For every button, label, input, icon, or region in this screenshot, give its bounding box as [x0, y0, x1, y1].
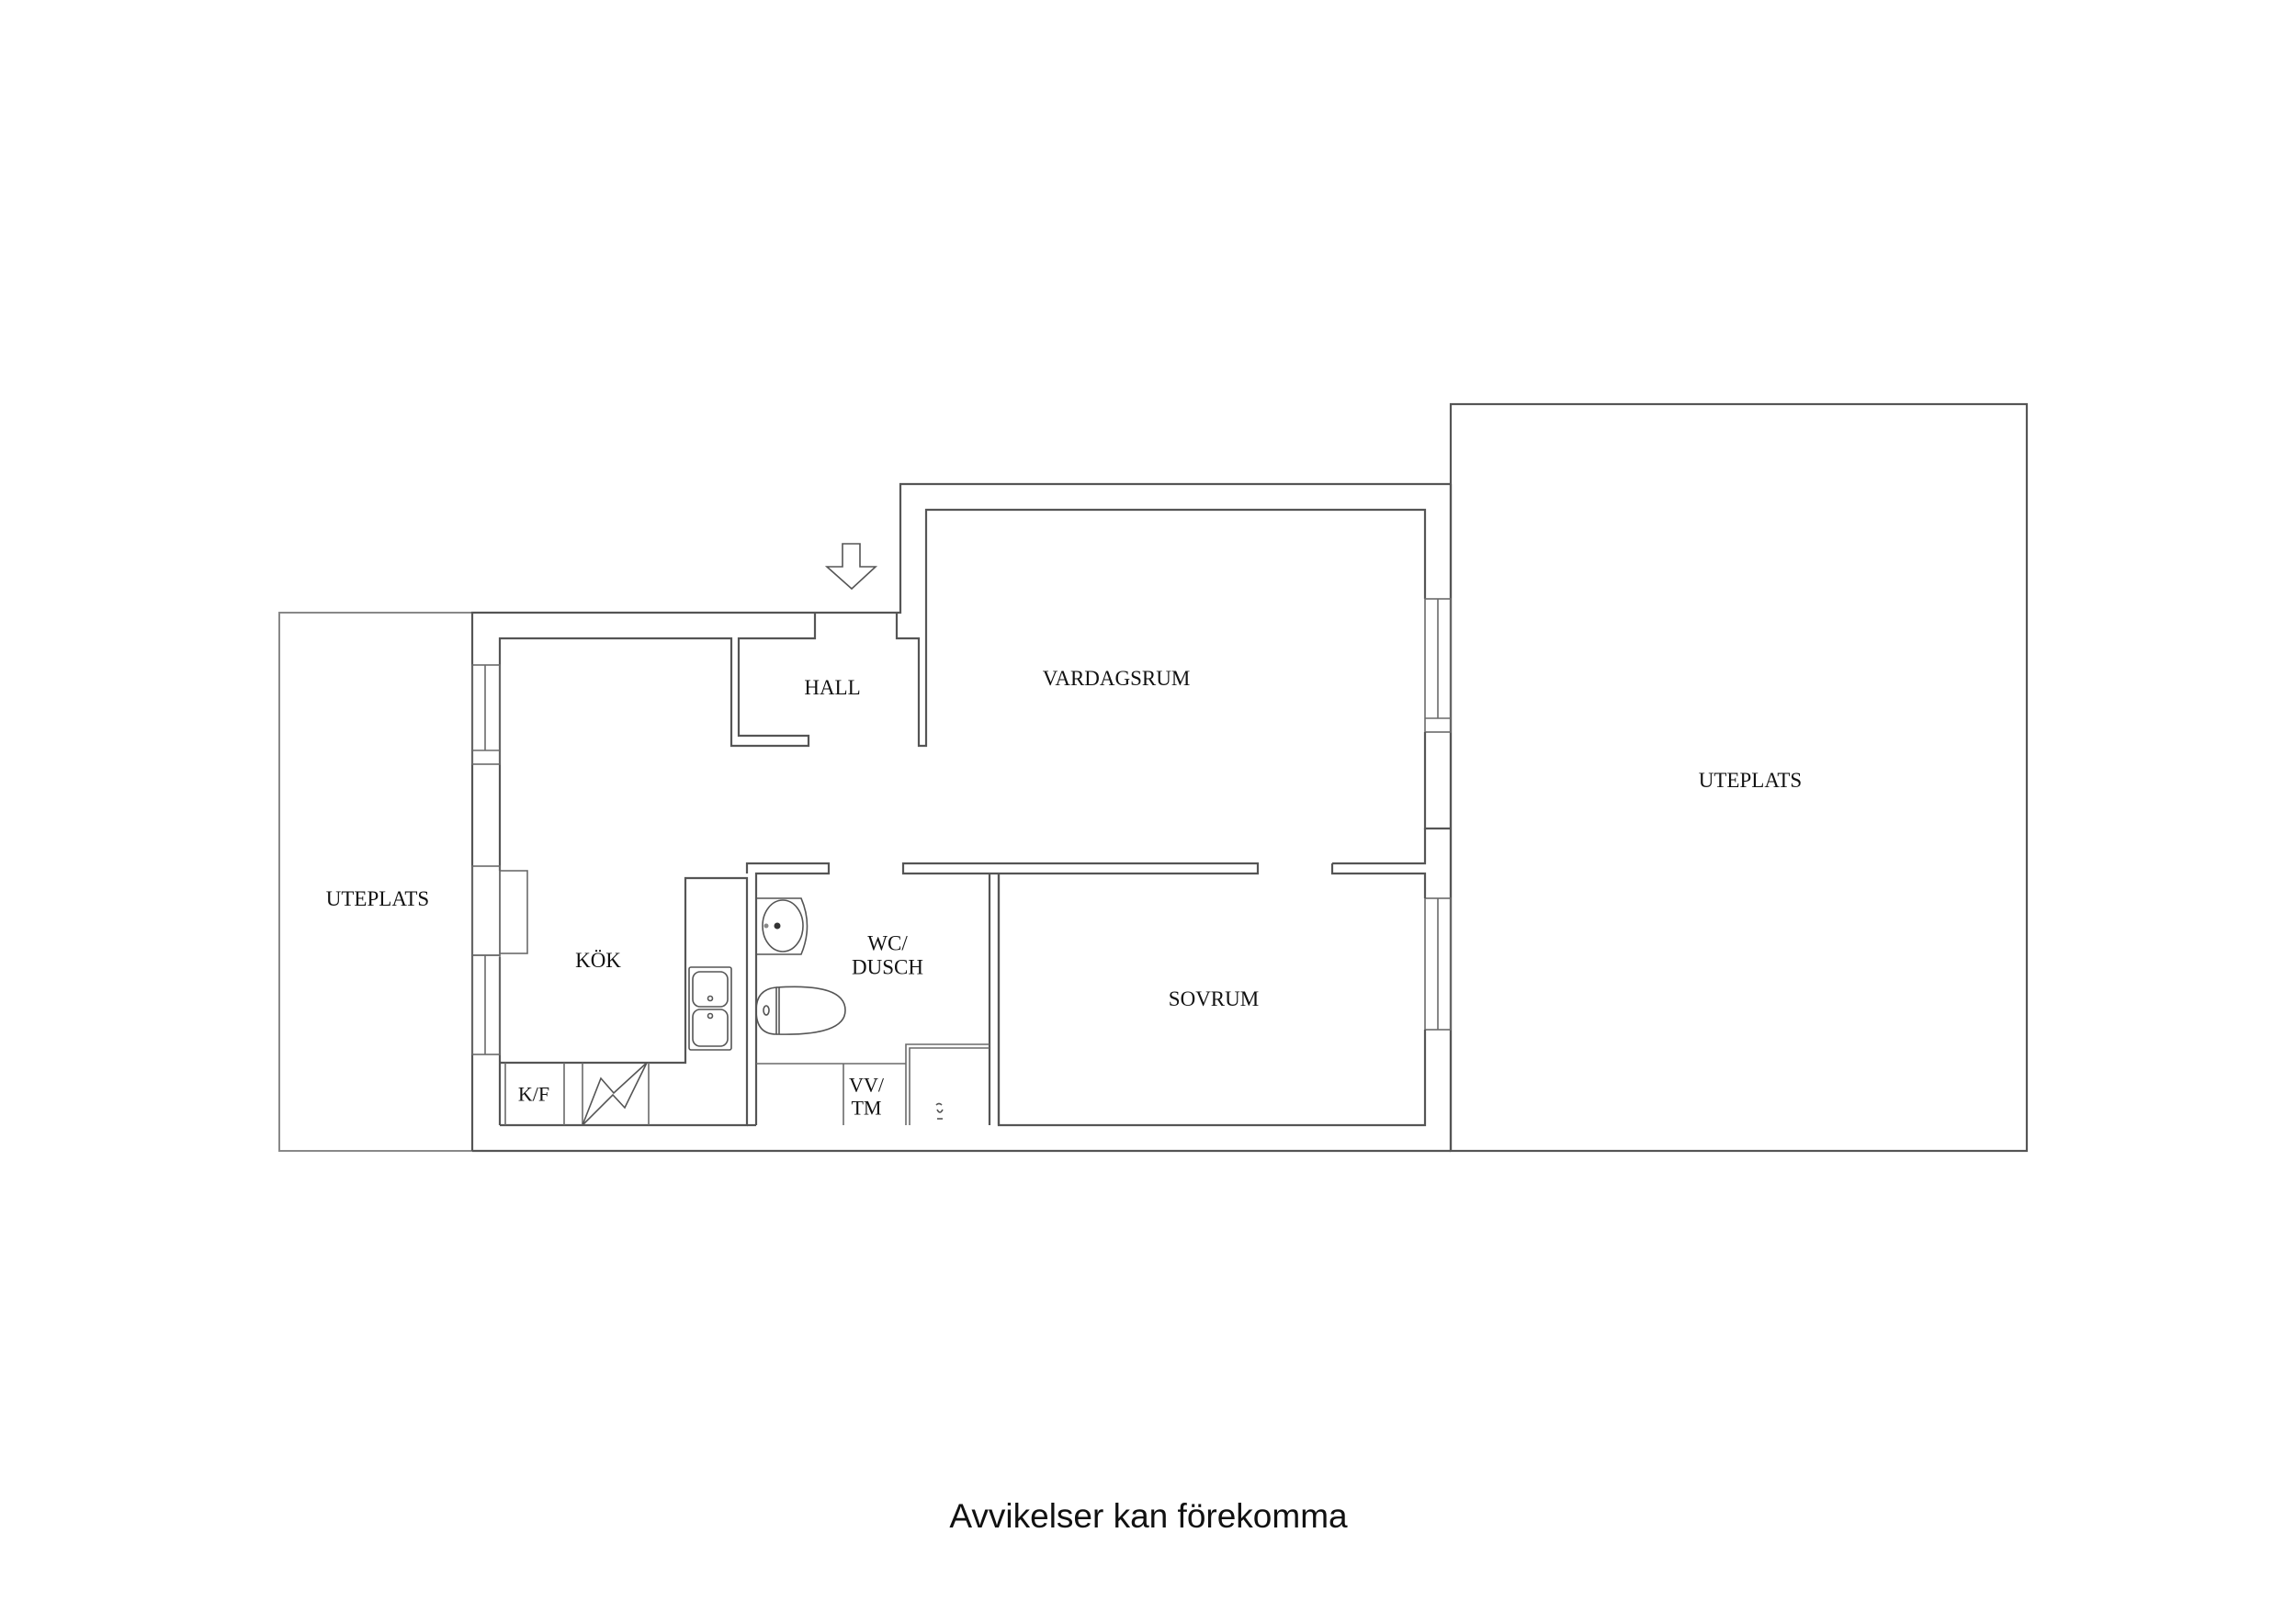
- outer-walls: [470, 482, 1453, 1153]
- fixture-label-kf: K/F: [517, 1082, 550, 1106]
- entrance-arrow-icon: [824, 543, 878, 591]
- bathroom-cabinets: [756, 1043, 990, 1125]
- room-label-sovrum: SOVRUM: [1168, 986, 1260, 1010]
- window-bedroom: [1424, 897, 1452, 1031]
- fixture-label-vv: VV/: [849, 1073, 884, 1097]
- shower-icon: [935, 1102, 944, 1120]
- uteplats-left-area: [278, 612, 473, 1152]
- room-label-wc-dusch: WC/ DUSCH: [852, 932, 923, 981]
- double-sink-icon: [688, 966, 732, 1051]
- kitchen-table: [499, 870, 528, 954]
- interior-walls: [500, 862, 1001, 1127]
- room-label-uteplats-right: UTEPLATS: [1698, 768, 1803, 792]
- room-label-vardagsrum: VARDAGSRUM: [1042, 666, 1191, 690]
- window-kitchen-upper: [471, 664, 501, 765]
- room-label-uteplats-left: UTEPLATS: [325, 886, 430, 910]
- kitchen-wall-unit: [471, 865, 501, 956]
- room-label-kok: KÖK: [575, 948, 621, 972]
- window-living-room: [1424, 598, 1452, 733]
- kitchen-cabinets: [504, 1063, 650, 1125]
- room-label-hall: HALL: [804, 675, 861, 699]
- disclaimer-text: Avvikelser kan förekomma: [949, 1497, 1348, 1535]
- fixture-label-vv-tm: VV/ TM: [849, 1074, 884, 1121]
- fixture-label-tm: TM: [851, 1097, 882, 1120]
- washbasin-icon: [755, 897, 809, 955]
- room-label-wc: WC/: [867, 931, 908, 955]
- toilet-icon: [755, 986, 846, 1035]
- room-label-dusch: DUSCH: [852, 956, 923, 979]
- window-kitchen-lower: [471, 954, 501, 1055]
- stove-icon: [582, 1062, 648, 1126]
